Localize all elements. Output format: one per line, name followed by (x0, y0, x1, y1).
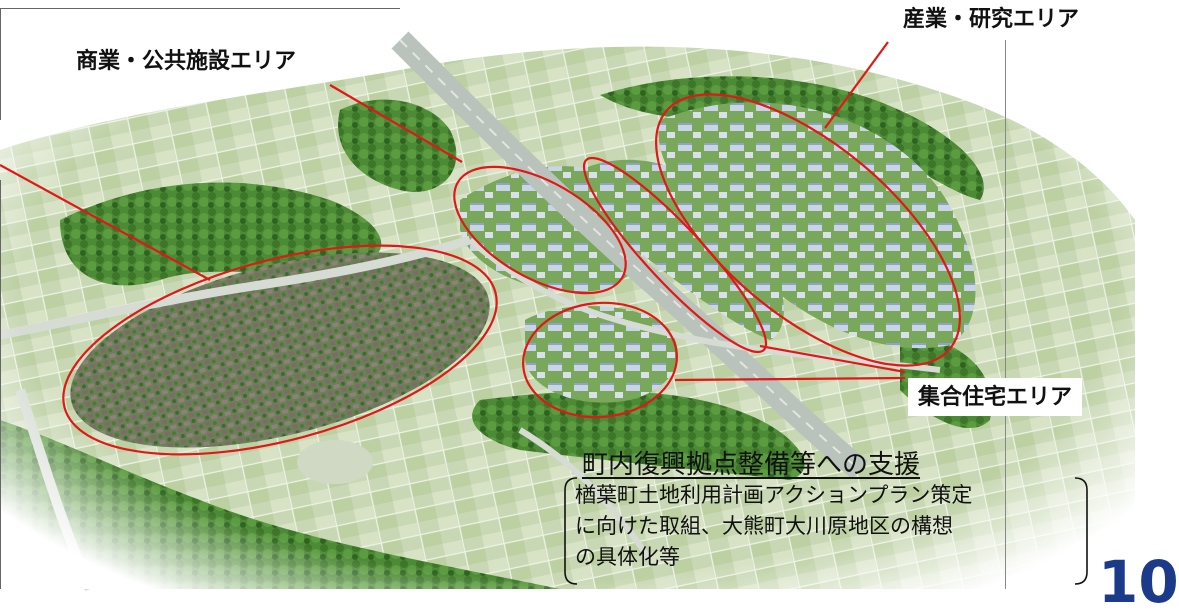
industry-area-ellipse (655, 93, 961, 367)
apartment-area-ellipse (522, 301, 678, 419)
housing-area-ellipse (62, 244, 498, 456)
frame-line-left-top (0, 8, 1, 120)
label-commercial-area: 商業・公共施設エリア (66, 44, 307, 80)
area-annotations (0, 41, 961, 456)
leader-line-commercial (329, 84, 463, 163)
page-number: 10 (1098, 548, 1179, 616)
support-description-box: 楢葉町土地利用計画アクションプラン策定 に向けた取組、大熊町大川原地区の構想 の… (557, 476, 1095, 586)
bracket-frame (564, 477, 1088, 585)
frame-line-top (0, 8, 400, 9)
support-description: 楢葉町土地利用計画アクションプラン策定 に向けた取組、大熊町大川原地区の構想 の… (575, 483, 973, 569)
leader-line-industry (824, 41, 889, 129)
label-apartment-area: 集合住宅エリア (908, 378, 1083, 416)
aerial-illustration (0, 0, 1135, 591)
label-industry-area: 産業・研究エリア (895, 4, 1088, 36)
central-strip-ellipse (582, 156, 768, 354)
frame-line-right (1005, 40, 1006, 589)
leader-line-apartment-a (759, 344, 906, 374)
leader-line-left (0, 164, 211, 281)
leader-line-apartment-b (674, 376, 906, 382)
support-title: 町内復興拠点整備等への支援 (582, 450, 921, 480)
commercial-area-ellipse (453, 165, 627, 295)
frame-line-left-bottom (0, 180, 1, 589)
